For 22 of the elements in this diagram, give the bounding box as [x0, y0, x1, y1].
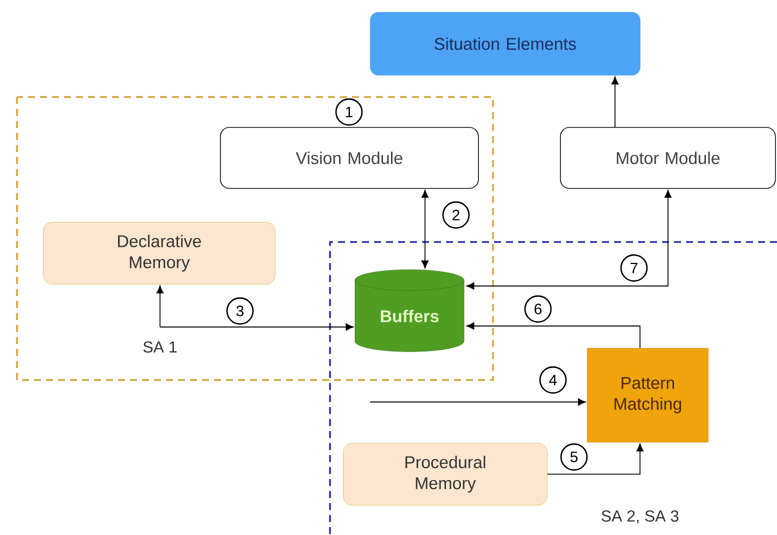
- process-box: Pattern Matching: [587, 348, 708, 442]
- situation-box: Situation Elements: [370, 12, 640, 76]
- arrow: [370, 398, 586, 406]
- step-number: 5: [560, 443, 588, 471]
- memory-box: Procedural Memory: [343, 443, 548, 506]
- arrow: [156, 286, 164, 328]
- step-number: 2: [442, 201, 470, 229]
- arrow: [466, 322, 640, 348]
- arrow: [611, 76, 619, 128]
- module-box: Motor Module: [560, 127, 776, 189]
- arrow: [421, 190, 429, 268]
- arrow: [546, 444, 644, 475]
- step-number: 6: [524, 295, 552, 323]
- step-number: 1: [335, 98, 363, 126]
- module-box: Vision Module: [220, 127, 479, 189]
- memory-box: Declarative Memory: [43, 222, 276, 284]
- step-number: 3: [226, 297, 254, 325]
- step-number: 4: [539, 366, 567, 394]
- step-number: 7: [620, 254, 648, 282]
- arrow: [160, 323, 354, 331]
- buffer-cylinder: Buffers: [354, 270, 464, 352]
- arrow: [466, 190, 672, 290]
